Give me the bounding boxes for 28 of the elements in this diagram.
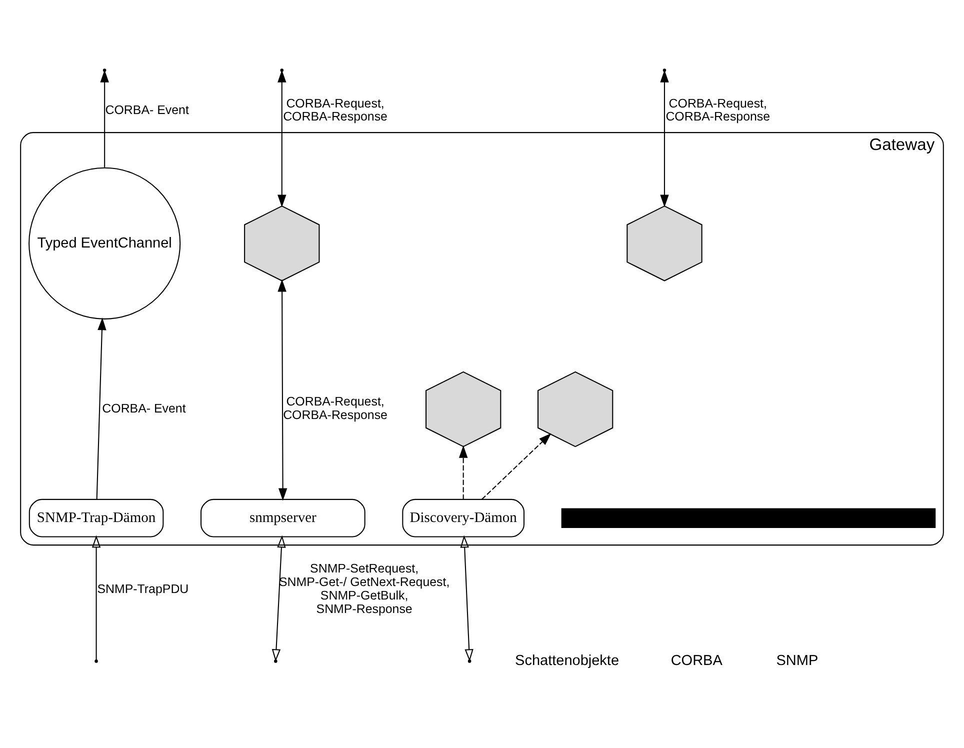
- arrow: [96, 317, 106, 499]
- label: SNMP: [776, 652, 818, 669]
- arrow: [92, 534, 101, 660]
- node-circle: Typed EventChannel: [28, 166, 181, 319]
- node-bar: [561, 508, 936, 528]
- edge-label: SNMP-SetRequest, SNMP-Get-/ GetNext-Request, SNMP-GetBulk, SNMP-Response: [278, 561, 450, 616]
- edge-label: CORBA- Event: [105, 102, 189, 116]
- edge-label: SNMP-TrapPDU: [97, 581, 189, 596]
- node-hexagon: [244, 205, 320, 281]
- edge-label: CORBA-Request, CORBA-Response: [666, 96, 770, 124]
- label: Schattenobjekte: [515, 652, 620, 669]
- arrow: [460, 534, 474, 662]
- edge-label: CORBA- Event: [102, 400, 186, 415]
- node-box: Discovery-Dämon: [402, 498, 525, 537]
- label: CORBA: [670, 652, 722, 669]
- arrow: [278, 69, 286, 207]
- arrow: [278, 278, 288, 500]
- node-hexagon: [626, 205, 702, 281]
- arrow: [272, 534, 286, 662]
- arrow: [481, 432, 552, 500]
- edge-label: CORBA-Request, CORBA-Response: [283, 394, 388, 422]
- node-hexagon: [426, 370, 502, 447]
- node-box: SNMP-Trap-Dämon: [28, 498, 164, 537]
- node-box: snmpserver: [200, 498, 366, 537]
- arrow: [458, 444, 468, 499]
- arrow: [660, 69, 669, 207]
- arrow: [100, 69, 109, 167]
- edge-label: CORBA-Request, CORBA-Response: [283, 96, 388, 124]
